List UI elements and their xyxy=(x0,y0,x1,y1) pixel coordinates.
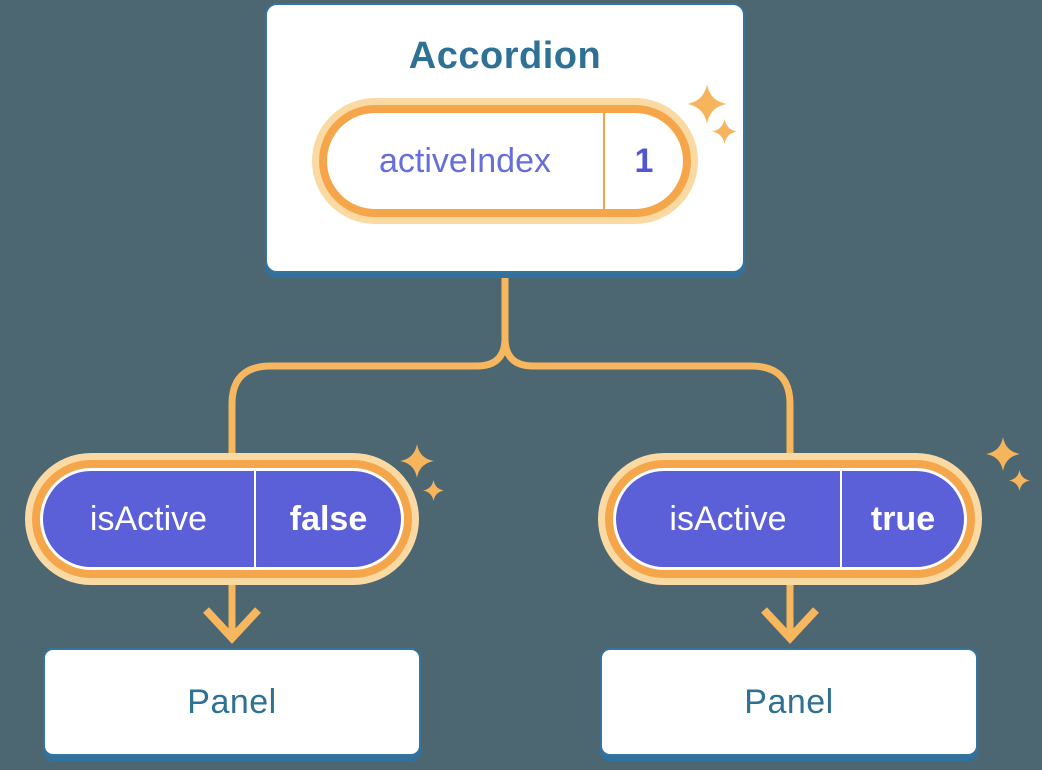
prop-pill-divider xyxy=(254,471,256,567)
arrow-down-icon xyxy=(761,607,819,644)
prop-pill-divider xyxy=(840,471,842,567)
panel-card-left: Panel xyxy=(43,648,421,756)
panel-label: Panel xyxy=(744,682,834,721)
panel-card-right: Panel xyxy=(600,648,978,756)
connector-left-line xyxy=(228,274,509,634)
prop-value: true xyxy=(870,499,936,538)
sparkle-icon xyxy=(687,84,727,124)
prop-name: isActive xyxy=(669,499,787,538)
sparkle-icon xyxy=(400,444,434,478)
prop-value: false xyxy=(289,499,368,538)
state-pill-value: 1 xyxy=(634,141,654,180)
sparkle-icon xyxy=(712,119,737,144)
connector-right-line xyxy=(501,274,794,634)
state-pill-divider xyxy=(603,113,605,209)
panel-label: Panel xyxy=(187,682,277,721)
sparkle-icon xyxy=(423,480,444,501)
sparkle-icon xyxy=(986,437,1020,471)
state-pill: activeIndex 1 xyxy=(319,105,691,217)
accordion-card: Accordion activeIndex 1 xyxy=(265,3,745,273)
prop-name: isActive xyxy=(89,499,208,538)
sparkle-icon xyxy=(1009,470,1030,491)
prop-pill-body: isActive true xyxy=(616,471,964,567)
prop-pill-isactive-true: isActive true xyxy=(605,460,975,578)
prop-pill-body: isActive false xyxy=(43,471,401,567)
accordion-title: Accordion xyxy=(408,35,602,77)
state-pill-name: activeIndex xyxy=(379,141,551,180)
prop-pill-isactive-false: isActive false xyxy=(32,460,412,578)
arrow-down-icon xyxy=(203,607,261,644)
